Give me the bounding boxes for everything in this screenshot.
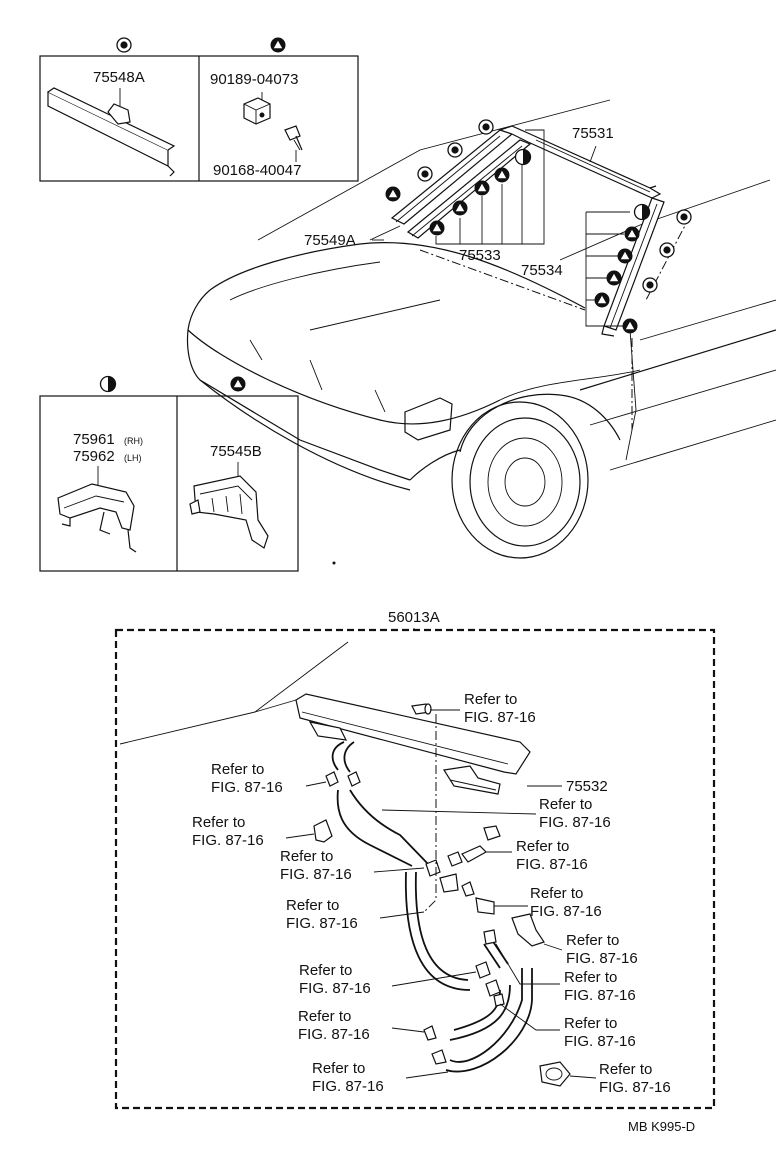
triangle-circle-icon [474, 180, 490, 196]
label-75533: 75533 [459, 247, 501, 264]
fittings-group [313, 703, 571, 1087]
label-90189-04073: 90189-04073 [210, 71, 298, 88]
label-75961: 75961 [73, 431, 115, 448]
dot-circle-icon [116, 37, 132, 53]
half-circle-icon [633, 203, 651, 221]
half-circle-icon [99, 375, 117, 393]
refer-label-8b: FIG. 87-16 [286, 915, 358, 932]
label-56013A: 56013A [388, 609, 440, 626]
refer-label-14a: Refer to [312, 1060, 365, 1077]
inset-box-top: 75548A 90189-04073 90168-40047 [39, 37, 359, 182]
refer-label-5b: FIG. 87-16 [516, 856, 588, 873]
refer-label-8a: Refer to [286, 897, 339, 914]
triangle-circle-icon [617, 248, 633, 264]
dot-circle-icon [417, 166, 433, 182]
triangle-circle-icon [385, 186, 401, 202]
refer-label-9b: FIG. 87-16 [566, 950, 638, 967]
refer-label-2a: Refer to [211, 761, 264, 778]
part-75548A-strip [47, 87, 176, 177]
refer-label-10b: FIG. 87-16 [299, 980, 371, 997]
refer-label-11a: Refer to [564, 969, 617, 986]
label-90168-40047: 90168-40047 [213, 162, 301, 179]
refer-label-13b: FIG. 87-16 [564, 1033, 636, 1050]
label-75531: 75531 [572, 125, 614, 142]
dot-circle-icon [659, 242, 675, 258]
refer-label-14b: FIG. 87-16 [312, 1078, 384, 1095]
triangle-circle-icon [624, 226, 640, 242]
part-90168-screw [284, 125, 303, 151]
part-75532-cowl [295, 693, 531, 795]
refer-label-12b: FIG. 87-16 [298, 1026, 370, 1043]
refer-label-3a: Refer to [539, 796, 592, 813]
refer-label-3b: FIG. 87-16 [539, 814, 611, 831]
half-circle-icon [514, 148, 532, 166]
part-75545B-holder [189, 475, 269, 549]
refer-label-6a: Refer to [280, 848, 333, 865]
dot-circle-icon [478, 119, 494, 135]
dot-circle-icon [642, 277, 658, 293]
triangle-circle-icon [270, 37, 286, 53]
refer-label-7b: FIG. 87-16 [530, 903, 602, 920]
refer-label-12a: Refer to [298, 1008, 351, 1025]
refer-label-11b: FIG. 87-16 [564, 987, 636, 1004]
refer-label-15b: FIG. 87-16 [599, 1079, 671, 1096]
refer-label-10a: Refer to [299, 962, 352, 979]
drawing-code: MB K995-D [628, 1119, 695, 1134]
triangle-circle-icon [230, 376, 246, 392]
triangle-circle-icon [622, 318, 638, 334]
inset-box-middle: 75961 (RH) 75962 (LH) 75545B [39, 375, 299, 572]
washer-assembly-box: 75532 [114, 628, 716, 1110]
dot-circle-icon [676, 209, 692, 225]
moulding-75534-right [601, 197, 665, 337]
label-75962-side: (LH) [124, 453, 142, 463]
label-75962: 75962 [73, 448, 115, 465]
label-75534: 75534 [521, 262, 563, 279]
refer-label-4b: FIG. 87-16 [192, 832, 264, 849]
triangle-circle-icon [594, 292, 610, 308]
triangle-circle-icon [494, 167, 510, 183]
part-90189-clip [243, 97, 271, 125]
refer-label-6b: FIG. 87-16 [280, 866, 352, 883]
label-75961-side: (RH) [124, 436, 143, 446]
refer-label-2b: FIG. 87-16 [211, 779, 283, 796]
refer-label-15a: Refer to [599, 1061, 652, 1078]
part-75961-bracket [57, 483, 137, 553]
refer-label-1b: FIG. 87-16 [464, 709, 536, 726]
dot-circle-icon [447, 142, 463, 158]
refer-label-5a: Refer to [516, 838, 569, 855]
vehicle-body-outline [186, 99, 776, 565]
triangle-circle-icon [606, 270, 622, 286]
moulding-75531-top [498, 125, 662, 199]
label-75548A: 75548A [93, 69, 145, 86]
label-75545B: 75545B [210, 443, 262, 460]
triangle-circle-icon [452, 200, 468, 216]
label-75532: 75532 [566, 778, 608, 795]
refer-label-1a: Refer to [464, 691, 517, 708]
refer-label-9a: Refer to [566, 932, 619, 949]
refer-label-4a: Refer to [192, 814, 245, 831]
label-75549A: 75549A [304, 232, 356, 249]
refer-label-7a: Refer to [530, 885, 583, 902]
refer-label-13a: Refer to [564, 1015, 617, 1032]
moulding-75533-left [390, 129, 532, 239]
triangle-circle-icon [429, 220, 445, 236]
